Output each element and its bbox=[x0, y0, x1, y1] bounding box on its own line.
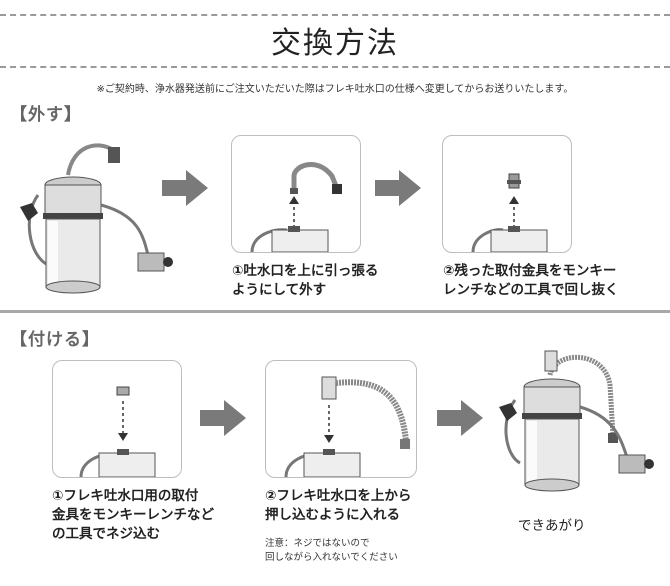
attach-step2-note: 注意：ネジではないので 回しながら入れないでください bbox=[265, 537, 398, 565]
remove-step1-panel bbox=[231, 135, 361, 253]
attach-heading: 【付ける】 bbox=[10, 330, 100, 350]
caption-line: ようにして外す bbox=[232, 282, 327, 298]
fitting-illustration bbox=[79, 386, 156, 477]
attach-step1-panel bbox=[52, 360, 182, 478]
caption-line: レンチなどの工具で回し抜く bbox=[443, 282, 619, 298]
caption-line: ①フレキ吐水口用の取付 bbox=[52, 488, 199, 504]
arrow-right-icon bbox=[375, 170, 421, 206]
filter-unit-illustration bbox=[18, 135, 178, 300]
fitting-illustration bbox=[471, 173, 548, 252]
page-title: 交換方法 bbox=[271, 26, 399, 61]
notice-text: ※ご契約時、浄水器発送前にご注文いただいた際はフレキ吐水口の仕様へ変更してからお… bbox=[96, 84, 574, 95]
remove-step2-panel bbox=[442, 135, 572, 253]
arrow-right-icon bbox=[437, 400, 483, 436]
remove-heading: 【外す】 bbox=[10, 105, 82, 125]
note-line: 注意：ネジではないので bbox=[265, 538, 370, 549]
filter-unit-illustration bbox=[495, 345, 665, 505]
title-dashed-rule bbox=[0, 66, 670, 68]
caption-line: 押し込むように入れる bbox=[265, 507, 400, 523]
caption-line: ②フレキ吐水口を上から bbox=[265, 488, 412, 504]
done-caption: できあがり bbox=[518, 518, 586, 534]
caption-line: 金具をモンキーレンチなど bbox=[52, 507, 214, 523]
attach-step2-caption: ②フレキ吐水口を上から 押し込むように入れる bbox=[265, 487, 411, 525]
caption-line: ①吐水口を上に引っ張る bbox=[232, 263, 379, 279]
top-dashed-rule bbox=[0, 14, 670, 16]
caption-line: の工具でネジ込む bbox=[52, 526, 160, 542]
spout-illustration bbox=[250, 162, 342, 252]
remove-step2-caption: ②残った取付金具をモンキー レンチなどの工具で回し抜く bbox=[443, 262, 619, 300]
attach-step2-panel bbox=[265, 360, 417, 478]
caption-line: ②残った取付金具をモンキー bbox=[443, 263, 617, 279]
remove-step1-caption: ①吐水口を上に引っ張る ようにして外す bbox=[232, 262, 378, 300]
flexible-spout-illustration bbox=[284, 376, 410, 477]
attach-step1-caption: ①フレキ吐水口用の取付 金具をモンキーレンチなど の工具でネジ込む bbox=[52, 487, 214, 544]
arrow-right-icon bbox=[200, 400, 246, 436]
section-divider bbox=[0, 310, 670, 313]
arrow-right-icon bbox=[162, 170, 208, 206]
note-line: 回しながら入れないでください bbox=[265, 552, 398, 563]
